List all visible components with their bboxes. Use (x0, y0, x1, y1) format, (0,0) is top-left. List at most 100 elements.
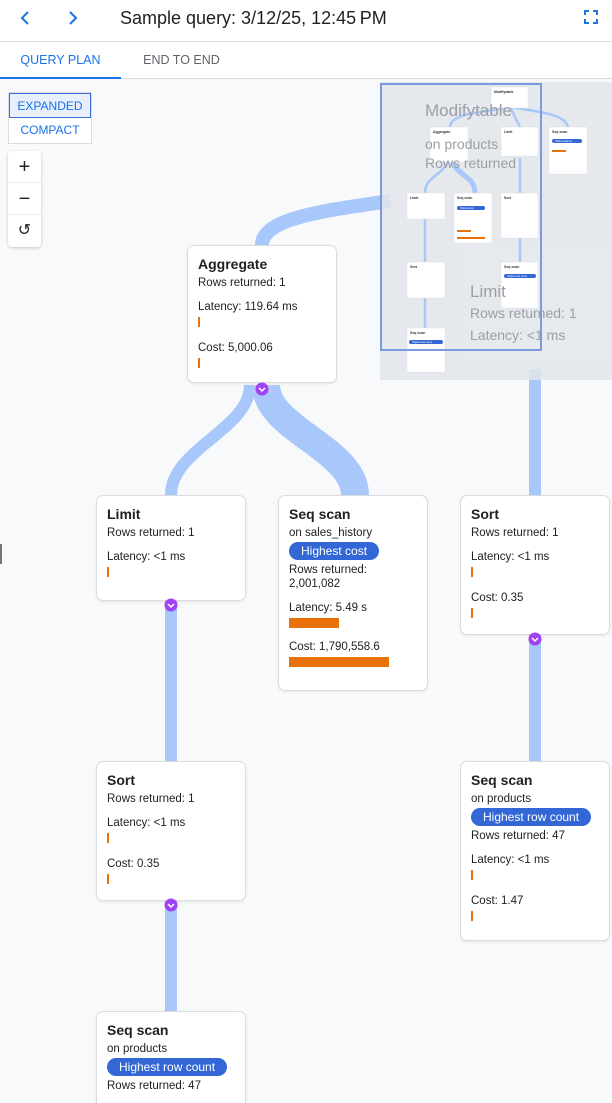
expand-children-icon[interactable] (164, 598, 178, 612)
expanded-button[interactable]: EXPANDED (9, 93, 91, 118)
latency-bar (107, 567, 109, 577)
node-rows: Rows returned: 47 (471, 830, 565, 842)
minimap-node-title: Seq scan (410, 331, 425, 335)
fullscreen-icon[interactable] (584, 10, 598, 24)
minimap-node (500, 261, 539, 309)
aggregate-node[interactable]: Aggregate Rows returned: 1 Latency: 119.… (187, 245, 337, 383)
highest-row-count-badge: Highest row count (471, 808, 592, 826)
seq-scan-products-node-right[interactable]: Seq scan on products Highest row count R… (460, 761, 610, 941)
sort-node-right[interactable]: Sort Rows returned: 1 Latency: <1 ms Cos… (460, 495, 610, 635)
node-latency: Latency: <1 ms (107, 551, 186, 563)
minimap-node-title: Seq scan (457, 196, 472, 200)
node-table: sales_history (305, 527, 373, 539)
expand-children-icon[interactable] (251, 382, 273, 396)
minimap-badge: Highest row count (412, 341, 432, 344)
cost-bar (471, 911, 473, 921)
minimap-node (500, 126, 539, 157)
node-rows-label: Rows returned: (289, 564, 367, 576)
minimap-node (490, 86, 529, 109)
minimap-node (453, 192, 493, 244)
node-rows: Rows returned: 1 (198, 277, 286, 289)
plan-canvas[interactable]: Aggregate Rows returned: 1 Latency: 119.… (0, 79, 612, 1103)
minimap-node (406, 261, 446, 299)
node-on: on (289, 527, 302, 539)
cost-bar (289, 657, 389, 667)
cost-bar (471, 608, 473, 618)
node-title: Seq scan (107, 1022, 169, 1038)
node-cost: Cost: 1.47 (471, 895, 524, 907)
minimap-badge: Highest latency (555, 140, 573, 143)
node-table: products (487, 793, 532, 805)
node-rows-value: 2,001,082 (289, 578, 341, 590)
minimap-node-title: Seq scan (552, 130, 567, 134)
minimap-node-title: Sort (504, 196, 512, 200)
scroll-handle[interactable] (0, 544, 2, 564)
node-title: Sort (471, 506, 499, 522)
ghost-limit-title: Limit (470, 282, 506, 301)
cost-bar (107, 874, 109, 884)
view-mode-toggle: EXPANDED COMPACT (8, 92, 92, 144)
ghost-limit-rows: Rows returned: 1 (470, 305, 577, 321)
chevron-left-icon (20, 11, 29, 25)
highest-row-count-badge: Highest row count (107, 1058, 228, 1076)
expand-children-icon[interactable] (164, 898, 178, 912)
forward-button[interactable] (58, 6, 88, 32)
node-latency: Latency: 119.64 ms (198, 301, 298, 313)
minimap-node-title: Aggregate (433, 130, 450, 134)
limit-node[interactable]: Limit Rows returned: 1 Latency: <1 ms (96, 495, 246, 601)
minimap-node (406, 192, 446, 220)
highest-cost-badge: Highest cost (289, 542, 380, 560)
minimap-node-title: Limit (504, 130, 513, 134)
compact-button[interactable]: COMPACT (20, 123, 80, 137)
tab-query-plan[interactable]: QUERY PLAN (0, 42, 121, 79)
latency-bar (198, 317, 200, 327)
seq-scan-sales-history-node[interactable]: Seq scan on sales_history Highest cost R… (278, 495, 428, 691)
node-cost: Cost: 0.35 (471, 592, 524, 604)
cost-bar (198, 358, 200, 368)
minimap-badge: Highest row count (507, 275, 527, 278)
node-title: Sort (107, 772, 135, 788)
node-cost: Cost: 0.35 (107, 858, 160, 870)
node-on: on (471, 793, 484, 805)
latency-bar (289, 618, 339, 628)
minimap[interactable]: Modifytable Aggregate Limit Seq scan Lim… (380, 82, 612, 380)
node-title: Aggregate (198, 256, 268, 272)
back-button[interactable] (10, 6, 40, 32)
minimap-node-title: Seq scan (504, 265, 519, 269)
sort-node-left[interactable]: Sort Rows returned: 1 Latency: <1 ms Cos… (96, 761, 246, 901)
minimap-node-title: Limit (410, 196, 419, 200)
minimap-viewport[interactable] (380, 83, 542, 351)
node-cost: Cost: 1,790,558.6 (289, 641, 380, 653)
edge-aggregate-limit (165, 384, 256, 496)
node-title: Limit (107, 506, 141, 522)
node-latency: Latency: <1 ms (107, 817, 186, 829)
ghost-modifytable-rows: Rows returned (425, 155, 517, 171)
minimap-node-title: Sort (410, 265, 418, 269)
node-latency: Latency: <1 ms (471, 551, 550, 563)
node-table: products (123, 1043, 168, 1055)
node-rows: Rows returned: 1 (471, 527, 559, 539)
node-on: on (107, 1043, 120, 1055)
reset-zoom-button[interactable]: ↺ (17, 222, 32, 239)
expand-children-icon[interactable] (528, 632, 542, 646)
node-rows: Rows returned: 47 (107, 1080, 201, 1092)
ghost-modifytable-title: Modifytable (425, 101, 512, 120)
seq-scan-products-node-bottom[interactable]: Seq scan on products Highest row count R… (96, 1011, 246, 1103)
minimap-node (500, 192, 539, 239)
zoom-in-button[interactable]: + (8, 151, 41, 183)
latency-bar (471, 870, 473, 880)
minimap-graph: Modifytable Aggregate Limit Seq scan Lim… (406, 86, 588, 373)
latency-bar (107, 833, 109, 843)
minimap-node-title: Modifytable (494, 90, 513, 94)
minimap-badge: Highest cost (460, 207, 474, 210)
node-rows: Rows returned: 1 (107, 793, 195, 805)
edge-modifytable-aggregate (255, 194, 391, 247)
edge-aggregate-seqscan (252, 383, 369, 497)
zoom-controls: + − ↺ (8, 151, 41, 247)
node-cost: Cost: 5,000.06 (198, 342, 273, 354)
minimap-node (429, 126, 469, 163)
node-title: Seq scan (471, 772, 533, 788)
node-latency: Latency: <1 ms (471, 854, 550, 866)
tab-end-to-end[interactable]: END TO END (143, 53, 220, 67)
zoom-out-button[interactable]: − (8, 183, 41, 215)
